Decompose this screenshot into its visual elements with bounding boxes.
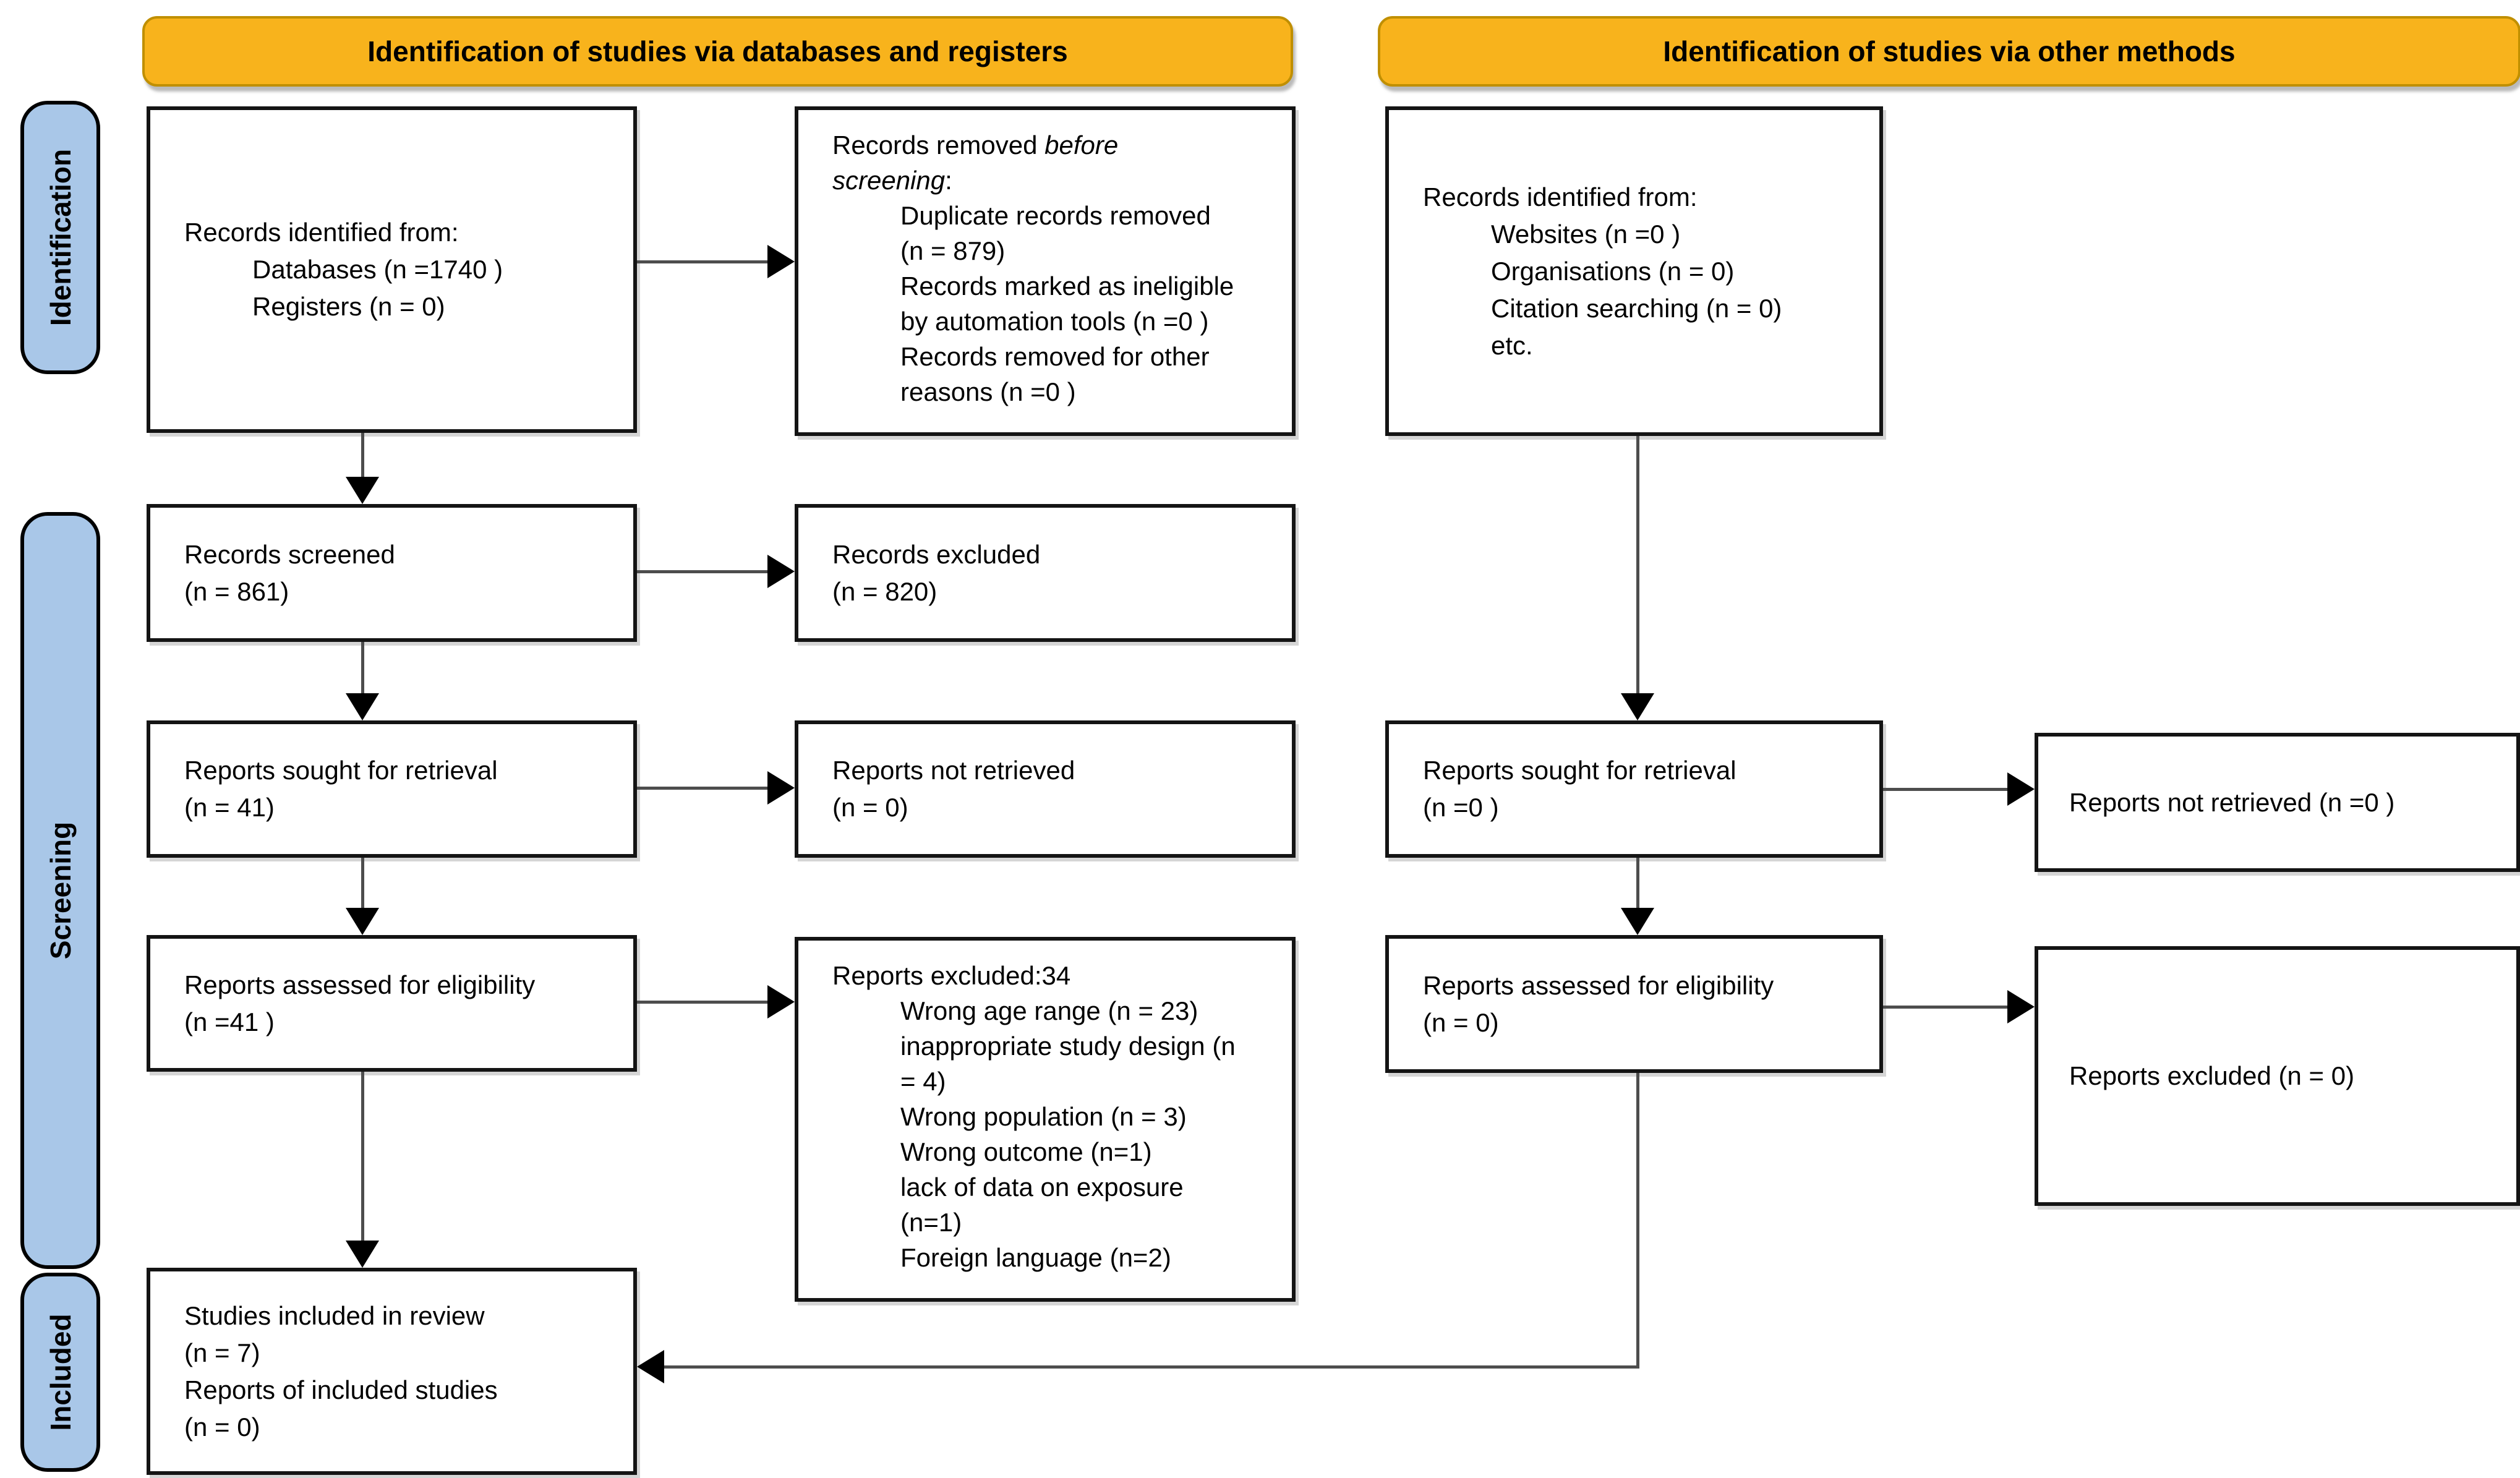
connector-line (637, 787, 770, 790)
text-line: Wrong population (n = 3) (900, 1102, 1187, 1131)
box-records-removed-before-screening: Records removed before screening: Duplic… (795, 106, 1296, 436)
connector-line (1636, 436, 1639, 694)
arrowhead-down (346, 908, 379, 935)
text-line: Websites (n =0 ) (1491, 219, 1681, 249)
arrowhead-left (637, 1350, 664, 1383)
header-databases-registers: Identification of studies via databases … (142, 16, 1293, 87)
text-line: Studies included in review (184, 1301, 485, 1330)
phase-screening-label: Screening (44, 821, 77, 960)
text-line: Records marked as ineligible (900, 271, 1234, 301)
text-line: Records identified from: (1423, 182, 1698, 211)
phase-included: Included (20, 1273, 100, 1472)
text-line: Reports not retrieved (n =0 ) (2069, 787, 2395, 817)
connector-line (1636, 858, 1639, 910)
text-line: Reports assessed for eligibility (184, 970, 536, 999)
box-reports-not-retrieved-databases: Reports not retrieved (n = 0) (795, 720, 1296, 858)
connector-line (361, 642, 364, 696)
box-records-excluded: Records excluded (n = 820) (795, 504, 1296, 642)
text-line: Records identified from: (184, 218, 459, 247)
text-line: Records removed for other (900, 342, 1210, 371)
text-line: Reports of included studies (184, 1375, 498, 1404)
text-line: by automation tools (n =0 ) (900, 307, 1209, 336)
box-reports-excluded-other: Reports excluded (n = 0) (2035, 946, 2520, 1206)
connector-line (1636, 1073, 1639, 1368)
phase-screening: Screening (20, 512, 100, 1269)
text-line: Organisations (n = 0) (1491, 256, 1735, 286)
box-records-screened: Records screened (n = 861) (147, 504, 637, 642)
text-line: Foreign language (n=2) (900, 1243, 1171, 1272)
phase-identification-label: Identification (44, 148, 77, 327)
header-other-methods-label: Identification of studies via other meth… (1663, 35, 2236, 67)
text-line: etc. (1491, 330, 1533, 360)
text-line: reasons (n =0 ) (900, 377, 1076, 406)
box-studies-included: Studies included in review (n = 7) Repor… (147, 1268, 637, 1475)
arrowhead-right (767, 555, 795, 588)
box-reports-sought-other: Reports sought for retrieval (n =0 ) (1385, 720, 1883, 858)
box-reports-assessed-other: Reports assessed for eligibility (n = 0) (1385, 935, 1883, 1073)
phase-identification: Identification (20, 101, 100, 374)
text-line: screening: (832, 166, 952, 195)
box-reports-not-retrieved-other: Reports not retrieved (n =0 ) (2035, 733, 2520, 872)
arrowhead-right (2007, 772, 2035, 806)
text-line: (n = 861) (184, 576, 289, 606)
arrowhead-right (767, 771, 795, 805)
connector-line (637, 570, 770, 573)
text-line: Reports not retrieved (832, 756, 1075, 785)
text-line: lack of data on exposure (900, 1173, 1184, 1202)
text-line: (n =41 ) (184, 1007, 275, 1036)
header-other-methods: Identification of studies via other meth… (1378, 16, 2520, 87)
text-line: (n = 0) (1423, 1007, 1499, 1037)
connector-line (637, 260, 770, 263)
arrowhead-right (767, 245, 795, 278)
text-line: Reports excluded (n = 0) (2069, 1061, 2355, 1090)
text-line: Registers (n = 0) (252, 292, 445, 321)
text-line: (n = 41) (184, 793, 275, 822)
text-line: Reports sought for retrieval (1423, 756, 1736, 785)
header-databases-registers-label: Identification of studies via databases … (367, 35, 1068, 67)
box-reports-assessed-databases: Reports assessed for eligibility (n =41 … (147, 935, 637, 1072)
text-line: (n = 820) (832, 576, 938, 606)
connector-line (637, 1001, 770, 1004)
connector-line (664, 1365, 1639, 1369)
text-line: Wrong outcome (n=1) (900, 1137, 1152, 1166)
text-line: (n = 879) (900, 236, 1006, 265)
box-records-identified-databases: Records identified from: Databases (n =1… (147, 106, 637, 433)
connector-line (1883, 1006, 2010, 1009)
arrowhead-right (767, 985, 795, 1019)
text-line: Databases (n =1740 ) (252, 255, 503, 284)
text-line: Records screened (184, 539, 395, 569)
arrowhead-right (2007, 990, 2035, 1023)
connector-line (361, 433, 364, 481)
arrowhead-down (346, 477, 379, 504)
text-line: Reports assessed for eligibility (1423, 970, 1774, 1000)
arrowhead-down (1621, 908, 1654, 935)
box-reports-excluded-reasons: Reports excluded:34 Wrong age range (n =… (795, 937, 1296, 1302)
text-line: Reports sought for retrieval (184, 756, 498, 785)
phase-included-label: Included (44, 1314, 77, 1431)
text-line: Duplicate records removed (900, 201, 1211, 230)
text-line: = 4) (900, 1067, 946, 1096)
text-line: (n =0 ) (1423, 793, 1499, 822)
connector-line (1883, 788, 2010, 791)
text-line: Records removed before (832, 130, 1119, 160)
text-line: (n = 0) (184, 1412, 260, 1442)
connector-line (361, 1072, 364, 1243)
arrowhead-down (346, 693, 379, 720)
arrowhead-down (1621, 693, 1654, 720)
text-line: (n = 0) (832, 793, 908, 822)
text-line: Records excluded (832, 539, 1041, 569)
arrowhead-down (346, 1241, 379, 1268)
text-line: Wrong age range (n = 23) (900, 996, 1198, 1025)
text-line: Reports excluded:34 (832, 961, 1071, 990)
box-reports-sought-databases: Reports sought for retrieval (n = 41) (147, 720, 637, 858)
box-records-identified-other: Records identified from: Websites (n =0 … (1385, 106, 1883, 436)
text-line: (n = 7) (184, 1338, 260, 1367)
connector-line (361, 858, 364, 910)
text-line: inappropriate study design (n (900, 1032, 1236, 1061)
text-line: (n=1) (900, 1208, 962, 1237)
text-line: Citation searching (n = 0) (1491, 293, 1782, 323)
